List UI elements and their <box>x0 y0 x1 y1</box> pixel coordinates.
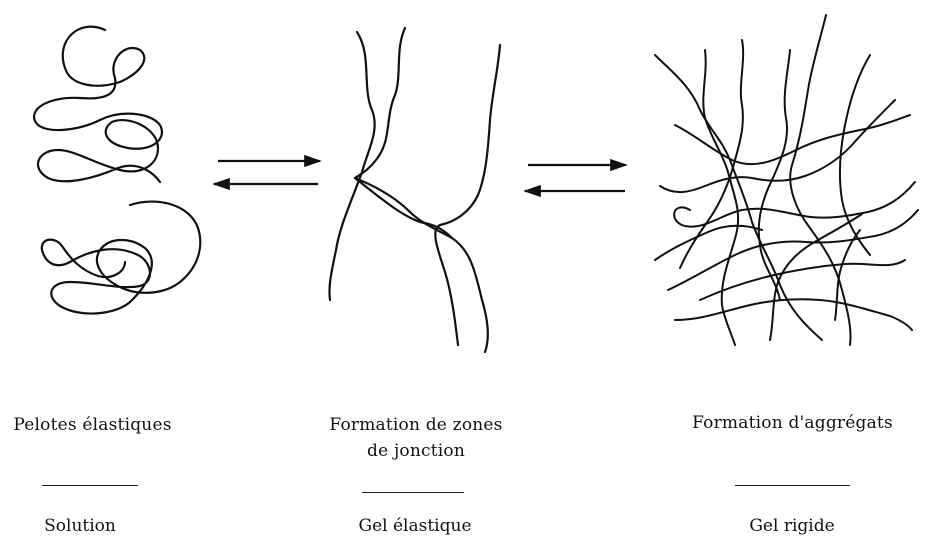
junction-zones-illustration <box>329 28 500 352</box>
stage-1-state: Solution <box>20 516 140 536</box>
chain-c <box>435 45 500 345</box>
elastic-coils-illustration <box>34 27 200 314</box>
stage-2-state: Gel élastique <box>340 516 490 536</box>
stage-2-description: Formation de zones de jonction <box>316 412 516 464</box>
stage-3-state: Gel rigide <box>727 516 857 536</box>
equilibrium-arrows-1 <box>214 161 320 184</box>
stage-2-divider <box>362 492 464 493</box>
stage-3-description: Formation d'aggrégats <box>680 410 905 436</box>
stage-1-description: Pelotes élastiques <box>5 412 180 438</box>
equilibrium-arrows-2 <box>525 165 626 191</box>
stage-2-description-line-1: Formation de zones <box>316 412 516 438</box>
aggregates-illustration <box>655 15 918 345</box>
stage-2-description-line-2: de jonction <box>316 438 516 464</box>
stage-3-divider <box>735 485 850 486</box>
coil-lower <box>42 202 200 314</box>
stage-1-divider <box>42 485 138 486</box>
coil-upper <box>34 27 162 182</box>
chain-b <box>355 28 488 352</box>
chain-a <box>329 32 374 300</box>
